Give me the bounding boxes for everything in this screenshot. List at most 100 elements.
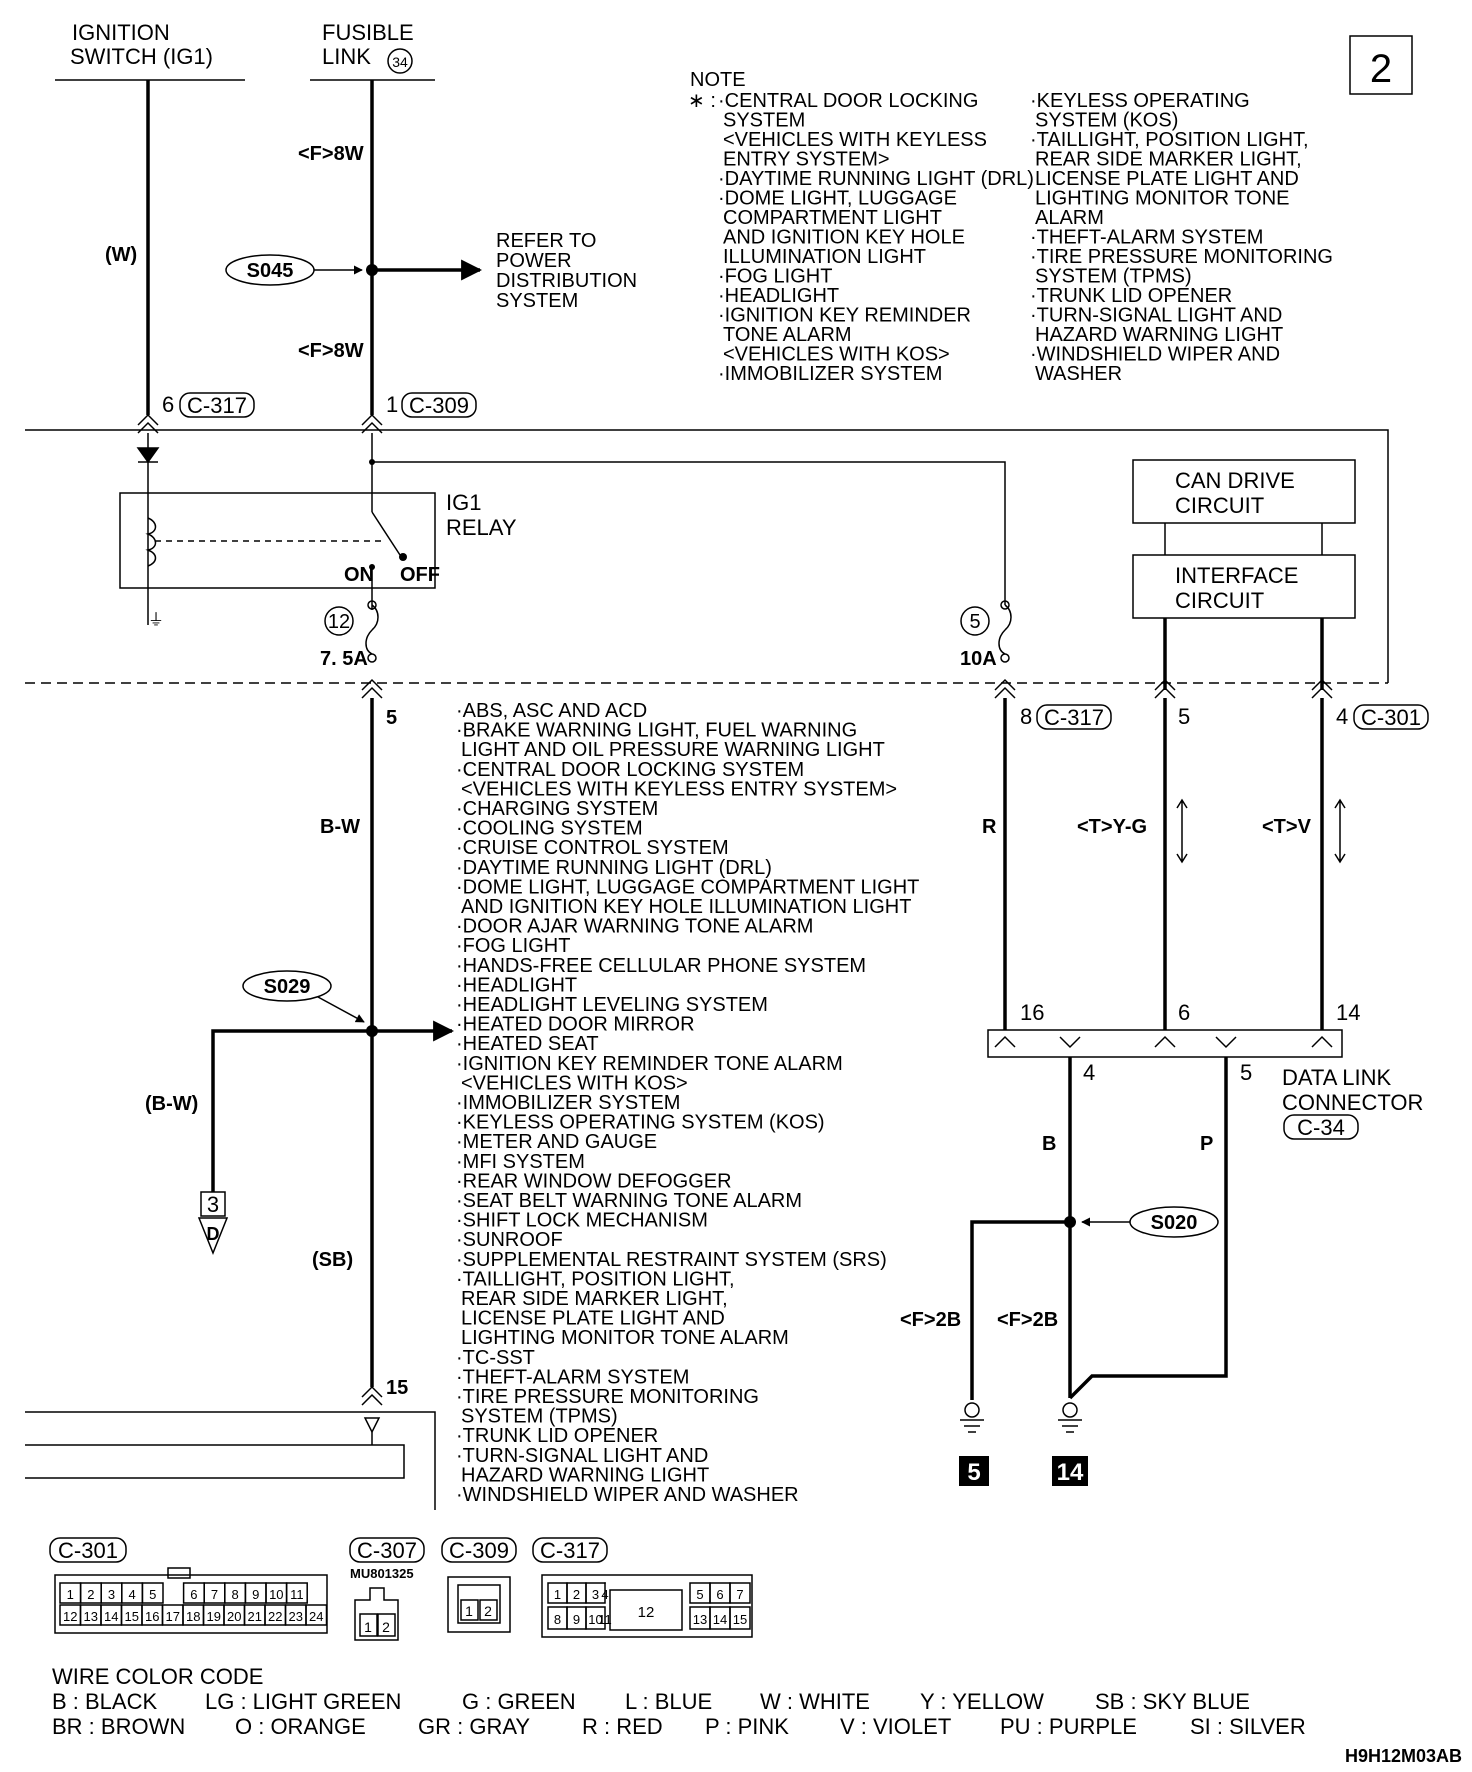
svg-text:SYSTEM: SYSTEM (496, 290, 578, 312)
pin-number: 7 (736, 1587, 743, 1602)
pin-number: 9 (573, 1612, 580, 1627)
svg-text:1: 1 (386, 392, 398, 417)
pin-number: 3 (108, 1587, 115, 1602)
pin-number: 14 (713, 1612, 727, 1627)
note-line: SYSTEM (TPMS) (1035, 266, 1192, 288)
svg-text:OFF: OFF (400, 564, 440, 586)
pin-number: 6 (190, 1587, 197, 1602)
svg-text:2: 2 (484, 1603, 492, 1619)
pin-number: 23 (289, 1609, 303, 1624)
pin-number: 9 (252, 1587, 259, 1602)
systems-list: ·ABS, ASC AND ACD·BRAKE WARNING LIGHT, F… (456, 700, 919, 1506)
svg-text:IGNITION: IGNITION (72, 20, 170, 45)
note-line: ALARM (1035, 207, 1104, 229)
svg-text:C-317: C-317 (1044, 705, 1104, 730)
wire-color-f2b-right: <F>2B (997, 1309, 1058, 1331)
wire-color-bw: B-W (320, 816, 360, 838)
wire-p (1068, 1057, 1228, 1400)
system-list-item: ·ABS, ASC AND ACD (456, 700, 647, 722)
wire-color-entry: W : WHITE (760, 1689, 870, 1714)
system-list-item: <VEHICLES WITH KOS> (461, 1072, 688, 1094)
svg-text:1: 1 (364, 1619, 372, 1635)
svg-text:14: 14 (1336, 1000, 1360, 1025)
svg-text:7. 5A: 7. 5A (320, 648, 368, 670)
pin-c317-8 (994, 678, 1016, 699)
pin-number: 22 (268, 1609, 282, 1624)
svg-text:CONNECTOR: CONNECTOR (1282, 1090, 1423, 1115)
wire-color-entry: P : PINK (705, 1714, 789, 1739)
can-drive-circuit: CAN DRIVE CIRCUIT (1132, 459, 1356, 524)
system-list-item: ·FOG LIGHT (456, 935, 570, 957)
pin-number: 20 (227, 1609, 241, 1624)
svg-text:S029: S029 (264, 976, 311, 998)
pin-label-can-5: 5 (1178, 704, 1190, 729)
wire-color-entry: GR : GRAY (418, 1714, 530, 1739)
module-outline-lower (25, 1411, 436, 1510)
svg-text:3: 3 (207, 1192, 219, 1217)
pin-c309-1 (361, 413, 383, 434)
svg-text:6: 6 (162, 392, 174, 417)
svg-text:1: 1 (465, 1603, 473, 1619)
svg-text:SWITCH (IG1): SWITCH (IG1) (70, 44, 213, 69)
pin-number: 19 (207, 1609, 221, 1624)
wire-color-v: <T>V (1262, 816, 1312, 838)
svg-text:S020: S020 (1151, 1212, 1198, 1234)
system-list-item: LIGHTING MONITOR TONE ALARM (461, 1327, 789, 1349)
svg-text:RELAY: RELAY (446, 515, 517, 540)
wire-color-yg: <T>Y-G (1077, 816, 1147, 838)
svg-text:4: 4 (1336, 704, 1348, 729)
splice-s029: S029 (211, 970, 455, 1192)
svg-text:10A: 10A (960, 648, 997, 670)
data-link-connector: 16 6 14 4 5 DATA LINK CONNECTOR C-34 (987, 1000, 1423, 1140)
svg-text:2: 2 (382, 1619, 390, 1635)
pin-number: 1 (554, 1587, 561, 1602)
note-line: TONE ALARM (723, 324, 852, 346)
system-list-item: ·HANDS-FREE CELLULAR PHONE SYSTEM (456, 955, 866, 977)
system-list-item: ·IMMOBILIZER SYSTEM (456, 1092, 680, 1114)
note-line: ENTRY SYSTEM> (723, 149, 890, 171)
wire-color-entry: R : RED (582, 1714, 663, 1739)
module-outline-upper (25, 429, 1389, 683)
pin-number: 5 (149, 1587, 156, 1602)
system-list-item: ·MFI SYSTEM (456, 1151, 585, 1173)
pin-can-5 (1154, 678, 1176, 699)
ground-14: 14 (1052, 1402, 1088, 1486)
svg-text:CIRCUIT: CIRCUIT (1175, 493, 1264, 518)
pin-number: 6 (716, 1587, 723, 1602)
note-line: WASHER (1035, 363, 1122, 385)
pin-number: 18 (186, 1609, 200, 1624)
note-line: SYSTEM (KOS) (1035, 110, 1178, 132)
system-list-item: ·TAILLIGHT, POSITION LIGHT, (456, 1268, 735, 1290)
note-line: ·FOG LIGHT (718, 266, 832, 288)
system-list-item: ·KEYLESS OPERATING SYSTEM (KOS) (456, 1112, 825, 1134)
system-list-item: ·CRUISE CONTROL SYSTEM (456, 837, 729, 859)
note-line: ILLUMINATION LIGHT (723, 246, 926, 268)
pin-number: 7 (211, 1587, 218, 1602)
svg-text:C-309: C-309 (449, 1538, 509, 1563)
wire-color-entry: LG : LIGHT GREEN (205, 1689, 401, 1714)
wire-color-entry: G : GREEN (462, 1689, 576, 1714)
wire-color-8w-top: <F>8W (298, 143, 364, 165)
system-list-item: ·HEATED DOOR MIRROR (456, 1014, 695, 1036)
fuse-5: 5 10A (960, 600, 1012, 670)
pin-number: 2 (87, 1587, 94, 1602)
connector-c309-top: 1 C-309 (386, 392, 477, 418)
pin-number: 13 (693, 1612, 707, 1627)
wire-color-entry: Y : YELLOW (920, 1689, 1044, 1714)
svg-text:C-301: C-301 (58, 1538, 118, 1563)
pin-label-15: 15 (386, 1377, 408, 1399)
svg-text:MU801325: MU801325 (350, 1566, 414, 1581)
system-list-item: ·DOME LIGHT, LUGGAGE COMPARTMENT LIGHT (456, 876, 919, 898)
svg-text:2: 2 (1370, 47, 1392, 91)
note-line: ·IMMOBILIZER SYSTEM (718, 363, 942, 385)
note-line: ·DOME LIGHT, LUGGAGE (718, 188, 957, 210)
svg-text:6: 6 (1178, 1000, 1190, 1025)
note-line: ·TAILLIGHT, POSITION LIGHT, (1030, 129, 1309, 151)
note-line: LICENSE PLATE LIGHT AND (1035, 168, 1299, 190)
system-list-item: ·COOLING SYSTEM (456, 818, 643, 840)
svg-text:C-301: C-301 (1361, 705, 1421, 730)
